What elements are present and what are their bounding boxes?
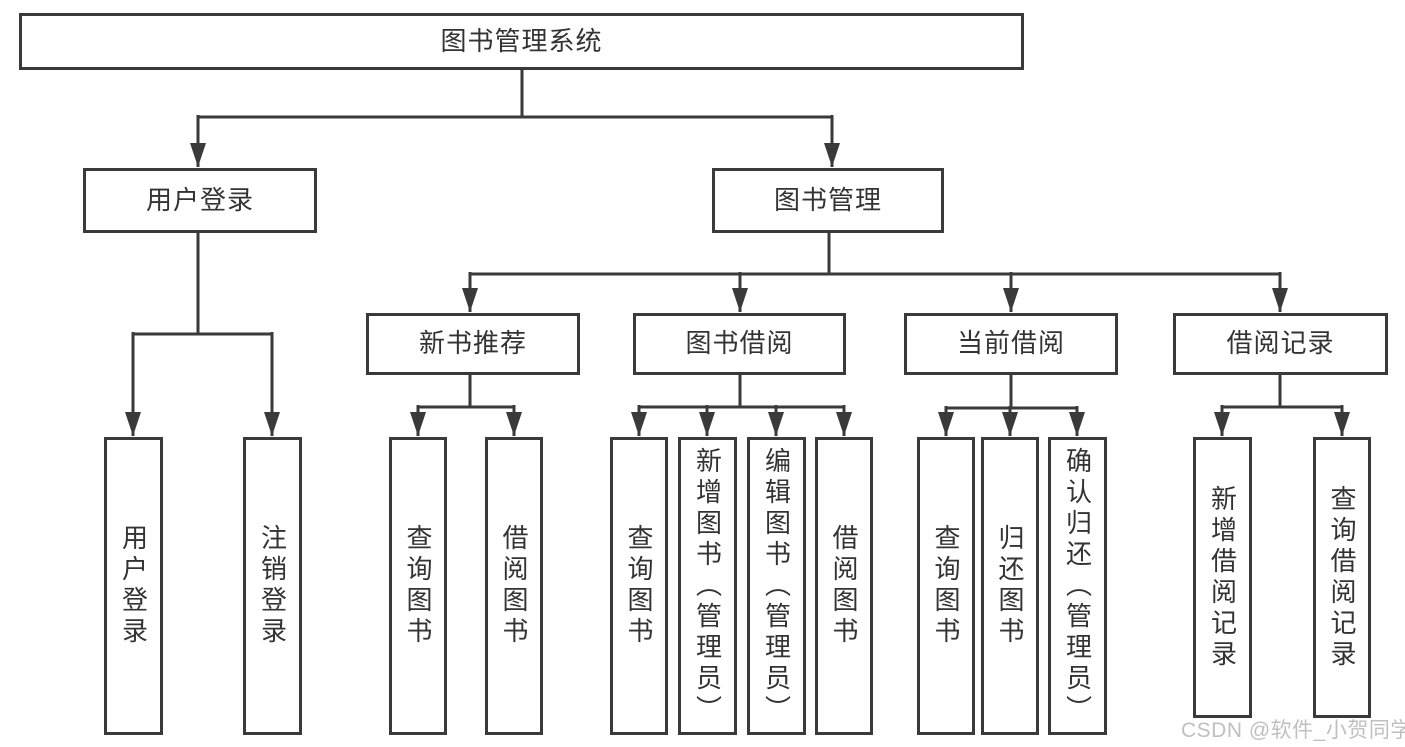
leaf-newbooks-borrow-label: 借阅图书 bbox=[499, 524, 529, 648]
leaf-logout: 注销登录 bbox=[243, 437, 302, 735]
node-borrowing-records: 借阅记录 bbox=[1173, 313, 1388, 375]
node-book-borrowing-label: 图书借阅 bbox=[685, 328, 794, 359]
leaf-logout-label: 注销登录 bbox=[257, 524, 288, 648]
leaf-user-login-label: 用户登录 bbox=[118, 524, 149, 648]
node-book-borrowing: 图书借阅 bbox=[633, 313, 846, 375]
leaf-current-return: 归还图书 bbox=[981, 437, 1039, 735]
leaf-records-add: 新增借阅记录 bbox=[1193, 437, 1252, 718]
leaf-borrowing-add-admin: 新增图书（管理员） bbox=[678, 437, 737, 735]
leaf-current-query: 查询图书 bbox=[917, 437, 975, 735]
leaf-borrowing-borrow: 借阅图书 bbox=[815, 437, 873, 735]
leaf-borrowing-query-label: 查询图书 bbox=[624, 524, 654, 648]
leaf-borrowing-add-admin-label: 新增图书（管理员） bbox=[692, 446, 723, 726]
leaf-user-login: 用户登录 bbox=[104, 437, 163, 735]
leaf-borrowing-query: 查询图书 bbox=[610, 437, 668, 735]
watermark-text: CSDN @软件_小贺同学 bbox=[1181, 719, 1405, 742]
leaf-borrowing-edit-admin-label: 编辑图书（管理员） bbox=[761, 446, 792, 726]
leaf-current-confirm-return-admin-label: 确认归还（管理员） bbox=[1062, 446, 1093, 726]
node-current-borrowing: 当前借阅 bbox=[904, 313, 1118, 375]
node-user-login-label: 用户登录 bbox=[145, 184, 254, 215]
node-root-label: 图书管理系统 bbox=[440, 25, 603, 56]
node-book-management: 图书管理 bbox=[712, 168, 944, 233]
node-current-borrowing-label: 当前借阅 bbox=[956, 328, 1065, 359]
leaf-records-add-label: 新增借阅记录 bbox=[1207, 484, 1238, 671]
leaf-borrowing-borrow-label: 借阅图书 bbox=[829, 524, 859, 648]
leaf-current-return-label: 归还图书 bbox=[995, 524, 1025, 648]
node-user-login: 用户登录 bbox=[83, 168, 317, 233]
leaf-current-query-label: 查询图书 bbox=[931, 524, 961, 648]
node-root: 图书管理系统 bbox=[19, 13, 1024, 70]
node-book-management-label: 图书管理 bbox=[773, 184, 882, 215]
leaf-newbooks-query: 查询图书 bbox=[389, 437, 447, 735]
node-new-books: 新书推荐 bbox=[366, 313, 580, 375]
leaf-current-confirm-return-admin: 确认归还（管理员） bbox=[1048, 437, 1107, 735]
leaf-newbooks-borrow: 借阅图书 bbox=[485, 437, 543, 735]
leaf-records-query-label: 查询借阅记录 bbox=[1327, 484, 1357, 671]
node-borrowing-records-label: 借阅记录 bbox=[1226, 328, 1335, 359]
leaf-records-query: 查询借阅记录 bbox=[1313, 437, 1371, 718]
node-new-books-label: 新书推荐 bbox=[418, 328, 527, 359]
leaf-borrowing-edit-admin: 编辑图书（管理员） bbox=[747, 437, 806, 735]
leaf-newbooks-query-label: 查询图书 bbox=[403, 524, 433, 648]
